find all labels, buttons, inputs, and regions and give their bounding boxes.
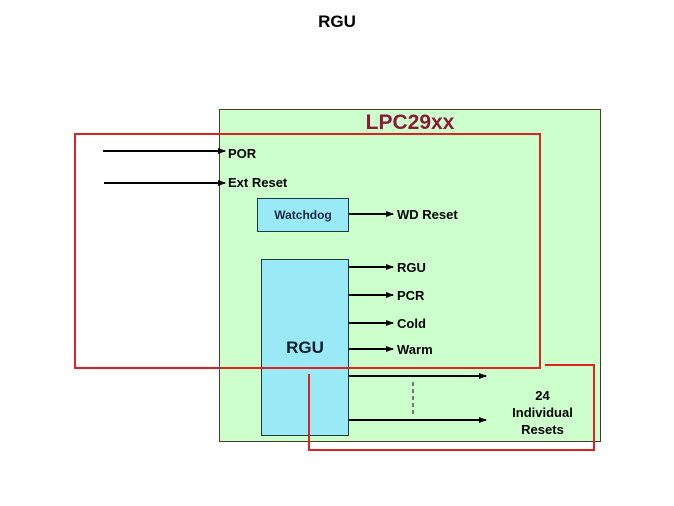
output-label-rgu: RGU	[397, 260, 426, 275]
watchdog-label: Watchdog	[274, 208, 332, 222]
watchdog-block: Watchdog	[257, 198, 349, 232]
resets-line2: Individual	[512, 405, 573, 420]
output-label-pcr: PCR	[397, 288, 425, 303]
output-label-cold: Cold	[397, 316, 426, 331]
individual-resets-label: 24 Individual Resets	[500, 387, 585, 438]
rgu-block: RGU	[261, 259, 349, 436]
output-label-warm: Warm	[397, 342, 433, 357]
input-label-ext-reset: Ext Reset	[228, 175, 288, 190]
wd-reset-label: WD Reset	[397, 207, 458, 222]
rgu-block-label: RGU	[286, 338, 324, 357]
resets-line3: Resets	[521, 422, 564, 437]
resets-count: 24	[535, 388, 550, 403]
input-label-por: POR	[228, 146, 257, 161]
chip-title: LPC29xx	[365, 111, 455, 134]
page-title: RGU	[318, 12, 356, 31]
